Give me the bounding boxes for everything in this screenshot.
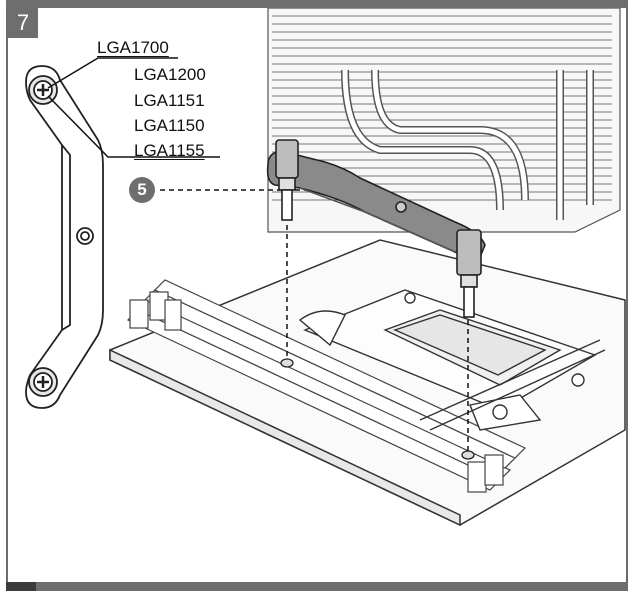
ram-slots — [126, 279, 527, 493]
cpu-socket — [298, 289, 606, 431]
mounting-bracket — [266, 139, 486, 318]
header-strip — [6, 0, 628, 8]
socket-label-primary: LGA1700 — [97, 38, 169, 57]
leader-lines — [47, 57, 220, 158]
standoffs — [280, 358, 475, 460]
back-plate — [25, 65, 104, 409]
footer-tab — [6, 582, 36, 591]
socket-label-lga1155: LGA1155 — [134, 141, 205, 160]
figure-frame — [6, 0, 628, 584]
step-number-badge: 7 — [8, 8, 38, 38]
callout-number-badge: 5 — [129, 177, 155, 203]
socket-label-lga1200: LGA1200 — [134, 65, 206, 84]
footer-strip — [6, 582, 628, 591]
socket-label-lga1151: LGA1151 — [134, 91, 205, 110]
socket-label-lga1150: LGA1150 — [134, 116, 205, 135]
